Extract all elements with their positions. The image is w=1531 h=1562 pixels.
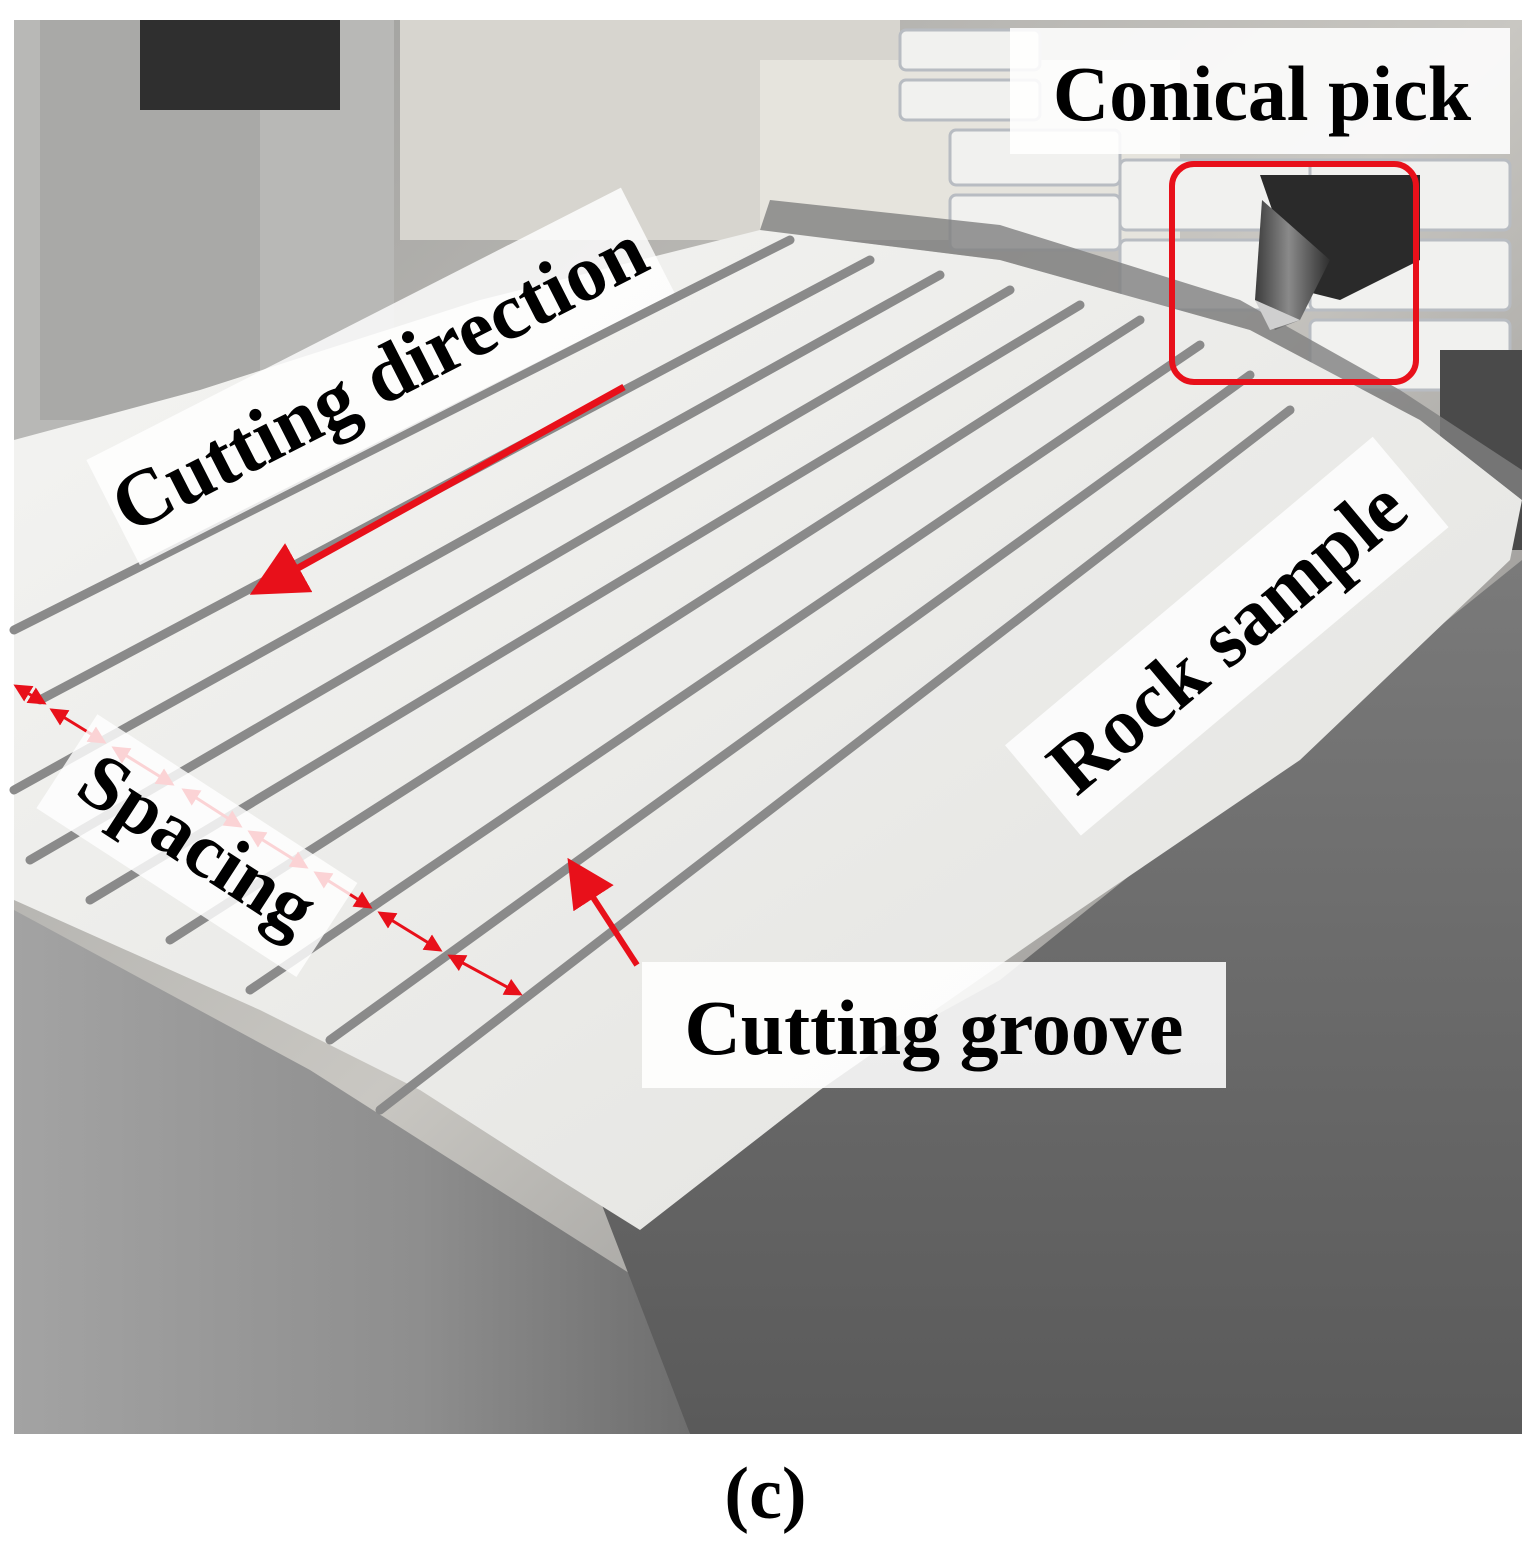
panel-letter: (c) xyxy=(724,1453,807,1535)
rock-top-surface xyxy=(14,230,1522,1230)
cutting-direction-label-box xyxy=(86,187,675,566)
rock-left-face xyxy=(14,910,690,1434)
spacing-arrow xyxy=(447,954,523,996)
cutting-groove-arrow xyxy=(567,857,640,967)
spacing-arrow xyxy=(377,911,443,952)
cutting-groove-label: Cutting groove xyxy=(684,984,1183,1071)
cutting-groove-label-box xyxy=(642,962,1226,1088)
rock-far-edge xyxy=(760,200,1522,500)
conical-pick-highlight-box xyxy=(1169,161,1419,385)
conical-pick-label: Conical pick xyxy=(1053,50,1472,137)
rock-sample-label-box xyxy=(1005,436,1449,836)
conical-pick-icon xyxy=(1255,175,1420,330)
cutting-grooves xyxy=(9,235,1295,1115)
spacing-label-box xyxy=(36,714,358,977)
cutting-direction-arrow xyxy=(249,383,626,595)
conical-pick-label-box xyxy=(1010,28,1510,154)
spacing-arrow xyxy=(13,684,47,705)
